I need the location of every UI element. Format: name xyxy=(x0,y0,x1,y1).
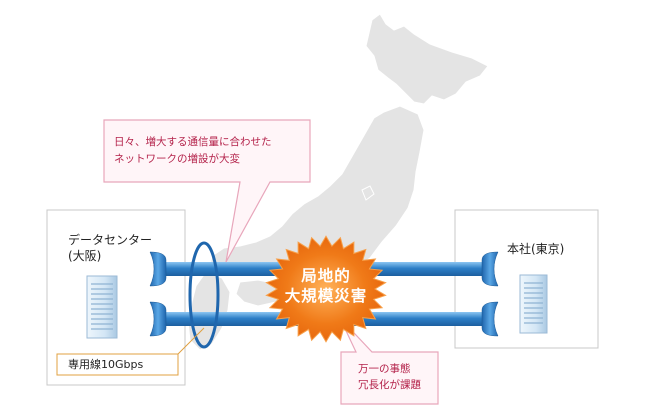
headquarters-label: 本社(東京) xyxy=(507,242,565,256)
hokkaido-island xyxy=(365,13,489,105)
datacenter-label-line2: (大阪) xyxy=(68,249,102,263)
bandwidth-ring xyxy=(188,241,220,349)
endpoint-left-lower xyxy=(149,301,167,337)
bottom-callout-line1: 万一の事態 xyxy=(358,363,411,375)
sado-island xyxy=(361,185,375,201)
bandwidth-leader-line xyxy=(177,327,205,355)
endpoint-right-lower xyxy=(481,301,499,337)
japan-map xyxy=(187,13,489,351)
bottom-callout-bubble xyxy=(339,317,439,405)
disaster-label: 局地的 大規模災害 xyxy=(266,266,386,306)
datacenter-server-icon xyxy=(86,275,118,339)
bottom-callout-text: 万一の事態 冗長化が課題 xyxy=(358,361,421,393)
disaster-label-line2: 大規模災害 xyxy=(284,287,368,305)
datacenter-label-line1: データセンター xyxy=(68,233,153,247)
headquarters-server-icon xyxy=(519,274,548,334)
line-endpoints xyxy=(149,251,499,337)
datacenter-label: データセンター (大阪) xyxy=(68,232,152,264)
disaster-burst xyxy=(265,235,387,343)
endpoint-right-upper xyxy=(481,251,499,287)
disaster-label-line1: 局地的 xyxy=(301,267,351,285)
top-callout-bubble xyxy=(103,119,311,263)
top-callout-line1: 日々、増大する通信量に合わせた xyxy=(114,136,272,148)
bandwidth-box xyxy=(56,353,179,376)
top-callout-text: 日々、増大する通信量に合わせた ネットワークの増設が大変 xyxy=(114,134,272,168)
top-callout-line2: ネットワークの増設が大変 xyxy=(114,153,240,165)
bottom-callout-line2: 冗長化が課題 xyxy=(358,379,421,391)
endpoint-left-upper xyxy=(149,251,167,287)
bandwidth-label: 専用線10Gbps xyxy=(68,358,144,371)
